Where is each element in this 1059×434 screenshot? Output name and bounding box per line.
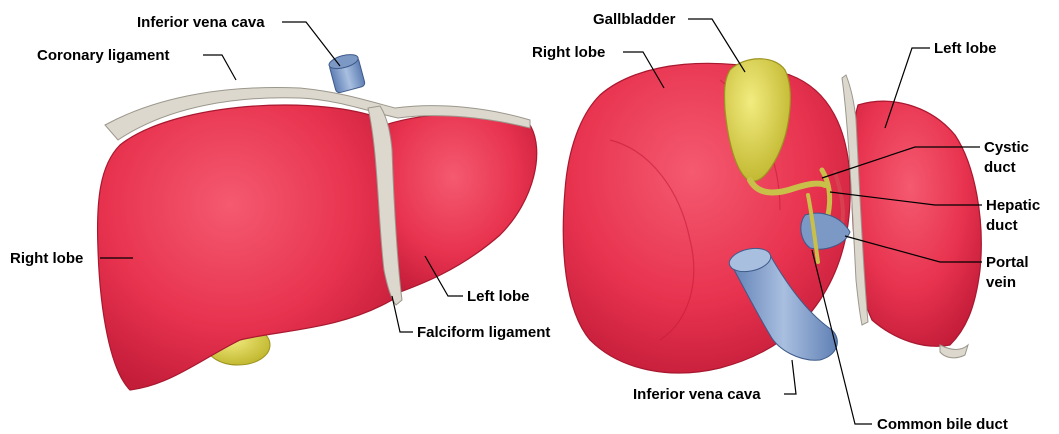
- label-gallbladder: Gallbladder: [593, 11, 676, 28]
- label-inferior-vena-cava-posterior: Inferior vena cava: [633, 386, 761, 403]
- posterior-liver-view: Gallbladder Right lobe Left lobe Cystic …: [532, 11, 1040, 433]
- anterior-left-lobe: [385, 114, 537, 295]
- label-hepatic-duct-2: duct: [986, 217, 1018, 234]
- label-inferior-vena-cava-anterior: Inferior vena cava: [137, 14, 265, 31]
- anterior-liver-view: Inferior vena cava Coronary ligament Rig…: [10, 14, 550, 390]
- label-left-lobe-anterior: Left lobe: [467, 288, 530, 305]
- label-right-lobe-anterior: Right lobe: [10, 250, 83, 267]
- label-cystic-duct-2: duct: [984, 159, 1016, 176]
- label-portal-vein-2: vein: [986, 274, 1016, 291]
- posterior-left-lobe: [852, 101, 981, 346]
- label-cystic-duct-1: Cystic: [984, 139, 1029, 156]
- label-portal-vein-1: Portal: [986, 254, 1029, 271]
- label-coronary-ligament: Coronary ligament: [37, 47, 170, 64]
- label-left-lobe-posterior: Left lobe: [934, 40, 997, 57]
- label-common-bile-duct: Common bile duct: [877, 416, 1008, 433]
- label-right-lobe-posterior: Right lobe: [532, 44, 605, 61]
- label-hepatic-duct-1: Hepatic: [986, 197, 1040, 214]
- label-falciform-ligament: Falciform ligament: [417, 324, 550, 341]
